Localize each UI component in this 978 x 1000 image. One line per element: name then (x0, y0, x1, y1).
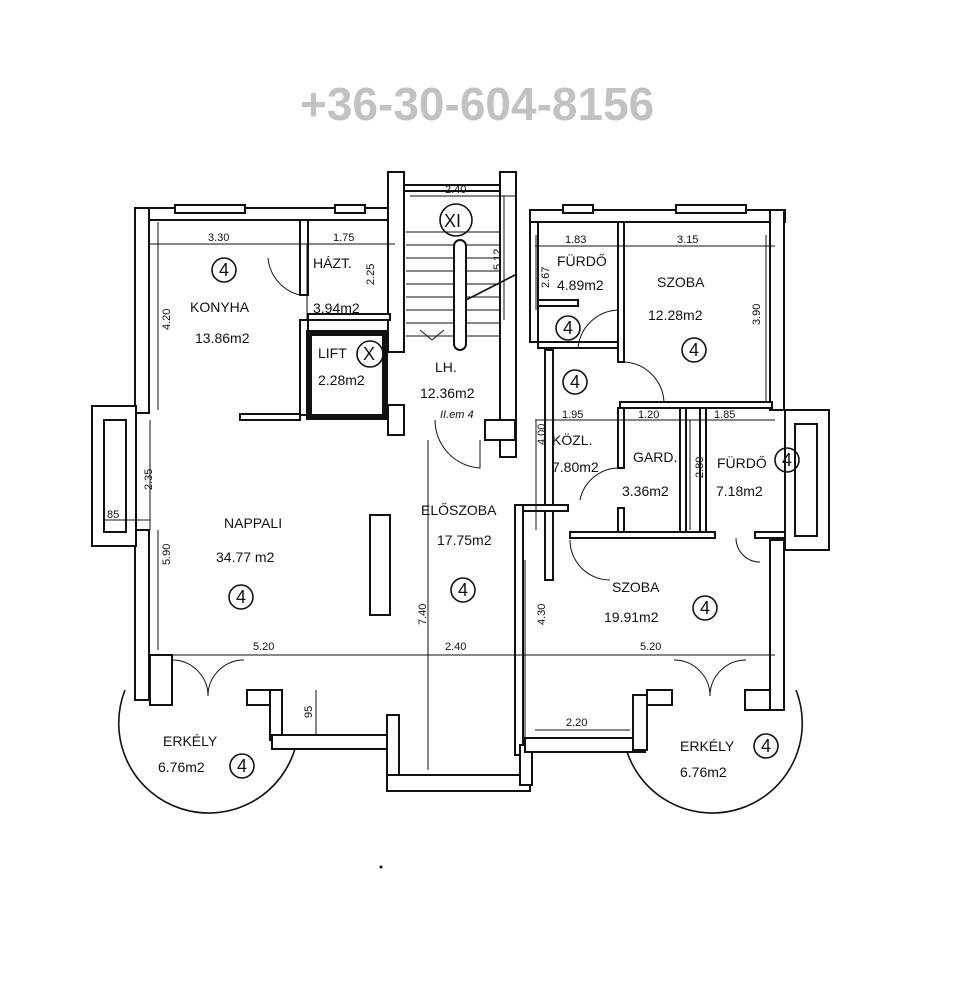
dim-label: 1.20 (638, 409, 659, 421)
dim-label: 1.75 (333, 232, 354, 244)
dim-label: 5.20 (640, 641, 661, 653)
dim-label: 2.25 (365, 264, 377, 285)
dim-label: 1.85 (714, 409, 735, 421)
floor-marker: 4 (700, 598, 710, 618)
lift-symbol: X (363, 344, 375, 364)
room-name: SZOBA (612, 579, 660, 595)
dim-label: 4.30 (536, 604, 548, 625)
dim-label: 2.20 (566, 717, 587, 729)
room-lift: LIFT 2.28m2 (318, 345, 365, 388)
doors (171, 257, 761, 697)
room-name: ERKÉLY (680, 738, 735, 754)
dim-label: 1.95 (562, 409, 583, 421)
room-name: FÜRDŐ (557, 252, 607, 269)
room-name: ELŐSZOBA (421, 502, 497, 518)
room-name: HÁZT. (313, 255, 352, 271)
room-furdo-large: FÜRDŐ 7.18m2 (716, 454, 767, 499)
room-furdo-small: FÜRDŐ 4.89m2 (557, 252, 607, 293)
room-name: LH. (435, 359, 457, 375)
floor-marker: 4 (237, 756, 247, 776)
stair-symbol: XI (444, 211, 461, 231)
room-area: 13.86m2 (195, 330, 250, 346)
dim-label: 1.83 (565, 234, 586, 246)
dim-label: 3.30 (208, 232, 229, 244)
phone-watermark: +36-30-604-8156 (300, 78, 654, 130)
room-area: 3.36m2 (622, 483, 669, 499)
room-name: KÖZL. (552, 431, 592, 448)
dim-label: 2.40 (445, 184, 466, 196)
balcony-left-outline (117, 689, 297, 814)
dim-label: 4.20 (161, 309, 173, 330)
dim-label: 2.35 (143, 469, 155, 490)
floor-marker: 4 (689, 340, 699, 360)
room-name: LIFT (318, 345, 347, 361)
room-area: 4.89m2 (557, 277, 604, 293)
speck (379, 865, 383, 869)
room-name: NAPPALI (224, 515, 282, 531)
room-area: 17.75m2 (437, 532, 492, 548)
room-nappali: NAPPALI 34.77 m2 (216, 515, 282, 565)
room-konyha: KONYHA 13.86m2 (190, 299, 250, 346)
room-erkely-left: ERKÉLY 6.76m2 (158, 733, 218, 775)
dim-label: 3.90 (751, 304, 763, 325)
room-area: 12.28m2 (648, 307, 703, 323)
dim-label: 2.80 (694, 457, 706, 478)
floor-marker: 4 (219, 260, 229, 280)
floor-marker: 4 (570, 372, 580, 392)
room-kozlekedo: KÖZL. 7.80m2 (552, 431, 599, 475)
dim-label: 95 (303, 706, 315, 718)
room-haztartasi: HÁZT. 3.94m2 (313, 255, 360, 316)
room-erkely-right: ERKÉLY 6.76m2 (680, 738, 735, 780)
room-eloszoba: ELŐSZOBA 17.75m2 (421, 502, 497, 548)
room-area: 3.94m2 (313, 300, 360, 316)
floor-marker: 4 (563, 318, 573, 338)
room-area: 7.80m2 (552, 459, 599, 475)
dimension-lines (104, 195, 775, 770)
dim-label: 2.67 (540, 267, 552, 288)
room-szoba-small: SZOBA 12.28m2 (648, 274, 705, 323)
dim-label: 4.00 (536, 424, 548, 445)
floor-note: II.em 4 (440, 409, 474, 421)
lift-symbol-circle (356, 340, 384, 368)
dim-label: 5.20 (253, 641, 274, 653)
room-area: 6.76m2 (158, 759, 205, 775)
room-area: 34.77 m2 (216, 549, 275, 565)
dim-label: 5.12 (492, 249, 504, 270)
balcony-right-outline (624, 689, 804, 814)
dim-label: 2.40 (445, 641, 466, 653)
room-name: ERKÉLY (163, 733, 218, 749)
floor-marker: 4 (458, 580, 468, 600)
room-area: 2.28m2 (318, 372, 365, 388)
room-szoba-large: SZOBA 19.91m2 (604, 579, 660, 625)
floor-markers: 4 4 4 4 4 4 4 4 4 4 (211, 257, 800, 779)
floor-marker: 4 (782, 450, 792, 470)
staircase: XI (406, 203, 516, 351)
room-name: FÜRDŐ (717, 454, 767, 471)
room-name: KONYHA (190, 299, 250, 315)
dim-label: 85 (107, 509, 119, 521)
room-lepcsohaz: LH. 12.36m2 II.em 4 (420, 359, 475, 421)
room-name: SZOBA (657, 274, 705, 290)
room-area: 7.18m2 (716, 483, 763, 499)
room-name: GARD. (633, 449, 677, 465)
dim-label: 5.90 (161, 544, 173, 565)
dim-label: 3.15 (677, 234, 698, 246)
room-area: 6.76m2 (680, 764, 727, 780)
floor-marker: 4 (761, 736, 771, 756)
room-area: 12.36m2 (420, 385, 475, 401)
floor-marker: 4 (236, 587, 246, 607)
dim-label: 7.40 (417, 604, 429, 625)
room-gardrob: GARD. 3.36m2 (622, 449, 677, 499)
walls (91, 171, 830, 792)
dimension-labels: 3.30 1.75 2.25 4.20 2.40 5.12 1.83 2.67 … (107, 184, 763, 729)
room-area: 19.91m2 (604, 609, 659, 625)
